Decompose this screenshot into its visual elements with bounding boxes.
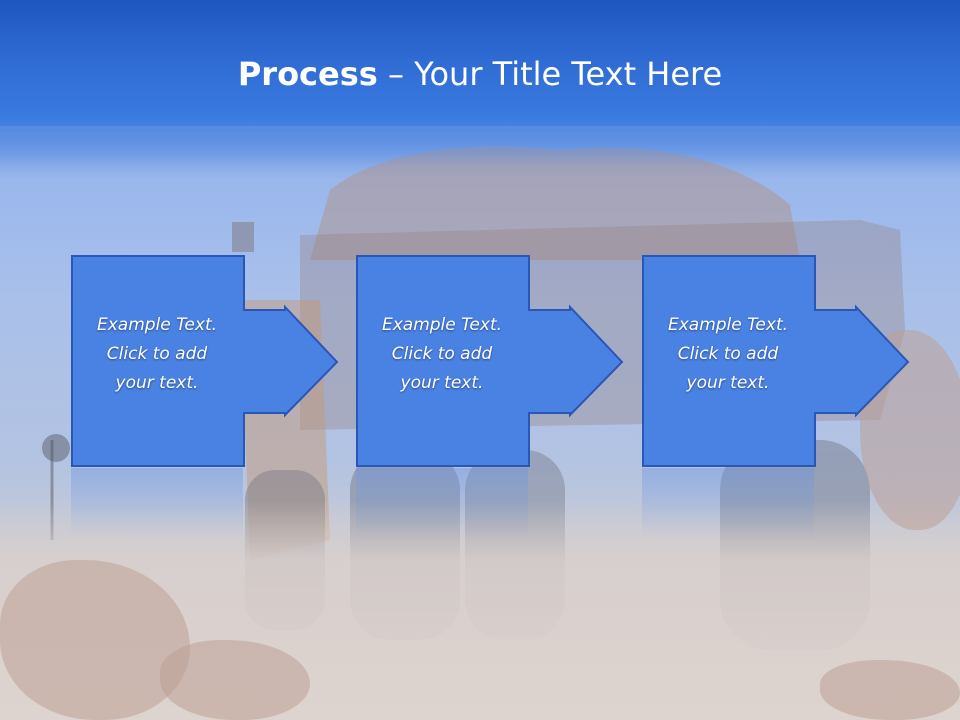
- slide-title[interactable]: Process – Your Title Text Here: [0, 52, 960, 96]
- rock-pile: [820, 660, 960, 720]
- process-step-1[interactable]: Example Text. Click to add your text.: [71, 255, 351, 471]
- step-reflection: [356, 468, 528, 538]
- step-arrow-shape: [356, 255, 624, 467]
- step-text[interactable]: Example Text. Click to add your text.: [667, 315, 789, 393]
- step-text[interactable]: Example Text. Click to add your text.: [381, 315, 503, 393]
- step-reflection: [642, 468, 814, 538]
- process-step-2[interactable]: Example Text. Click to add your text.: [356, 255, 636, 471]
- rock-pile: [160, 640, 310, 720]
- step-arrow-shape: [642, 255, 910, 467]
- process-step-3[interactable]: Example Text. Click to add your text.: [642, 255, 922, 471]
- title-rest-text: – Your Title Text Here: [377, 55, 723, 93]
- step-arrow-shape: [71, 255, 339, 467]
- title-bar: [0, 0, 960, 132]
- step-text[interactable]: Example Text. Click to add your text.: [96, 315, 218, 393]
- title-bold-text: Process: [237, 55, 378, 93]
- title-bar-fade: [0, 126, 960, 166]
- step-reflection: [71, 468, 243, 538]
- rock-pile: [0, 560, 190, 720]
